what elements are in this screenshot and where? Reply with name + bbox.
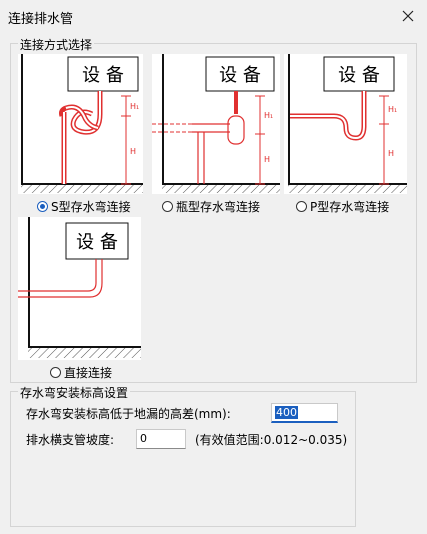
slope-input[interactable]: 0 xyxy=(136,429,186,449)
radio-icon xyxy=(50,367,61,378)
option-direct[interactable]: 直接连接 xyxy=(50,364,112,381)
device-label: 设 备 xyxy=(219,65,261,86)
device-label: 设 备 xyxy=(82,65,124,86)
h-label: H xyxy=(388,149,394,158)
h-label: H xyxy=(130,147,136,156)
slope-hint: (有效值范围:0.012~0.035) xyxy=(195,433,348,447)
height-diff-input[interactable]: 400 xyxy=(271,403,338,423)
direct-connection-diagram[interactable]: 设 备 xyxy=(18,217,141,360)
close-icon xyxy=(402,10,414,22)
connection-group xyxy=(10,43,417,383)
option-s-trap[interactable]: S型存水弯连接 xyxy=(37,198,131,215)
p-trap-diagram[interactable]: 设 备 H₁ H xyxy=(284,54,407,194)
device-label: 设 备 xyxy=(338,65,380,86)
h1-label: H₁ xyxy=(388,105,397,114)
connection-group-label: 连接方式选择 xyxy=(18,36,95,53)
h1-label: H₁ xyxy=(264,111,273,120)
radio-icon xyxy=(296,201,307,212)
bottle-trap-diagram[interactable]: 设 备 H₁ H xyxy=(152,54,280,194)
h-label: H xyxy=(264,155,270,164)
s-trap-diagram[interactable]: 设 备 H₁ H xyxy=(18,54,143,194)
slope-value: 0 xyxy=(140,432,147,445)
option-p-trap[interactable]: P型存水弯连接 xyxy=(296,198,389,215)
height-group xyxy=(10,391,356,527)
option-direct-label: 直接连接 xyxy=(64,366,113,380)
height-diff-label: 存水弯安装标高低于地漏的高差(mm): xyxy=(26,407,231,421)
option-s-trap-label: S型存水弯连接 xyxy=(51,200,131,214)
window-title: 连接排水管 xyxy=(8,12,74,27)
radio-icon xyxy=(162,201,173,212)
height-diff-value: 400 xyxy=(275,406,298,419)
option-bottle-trap[interactable]: 瓶型存水弯连接 xyxy=(162,198,260,215)
title-bar: 连接排水管 xyxy=(0,0,427,34)
radio-selected-icon xyxy=(37,201,48,212)
close-button[interactable] xyxy=(395,4,421,28)
height-group-label: 存水弯安装标高设置 xyxy=(18,384,131,401)
slope-label: 排水横支管坡度: xyxy=(26,433,115,447)
option-bottle-trap-label: 瓶型存水弯连接 xyxy=(176,200,261,214)
h1-label: H₁ xyxy=(130,102,139,111)
option-p-trap-label: P型存水弯连接 xyxy=(310,200,390,214)
device-label: 设 备 xyxy=(76,232,118,253)
